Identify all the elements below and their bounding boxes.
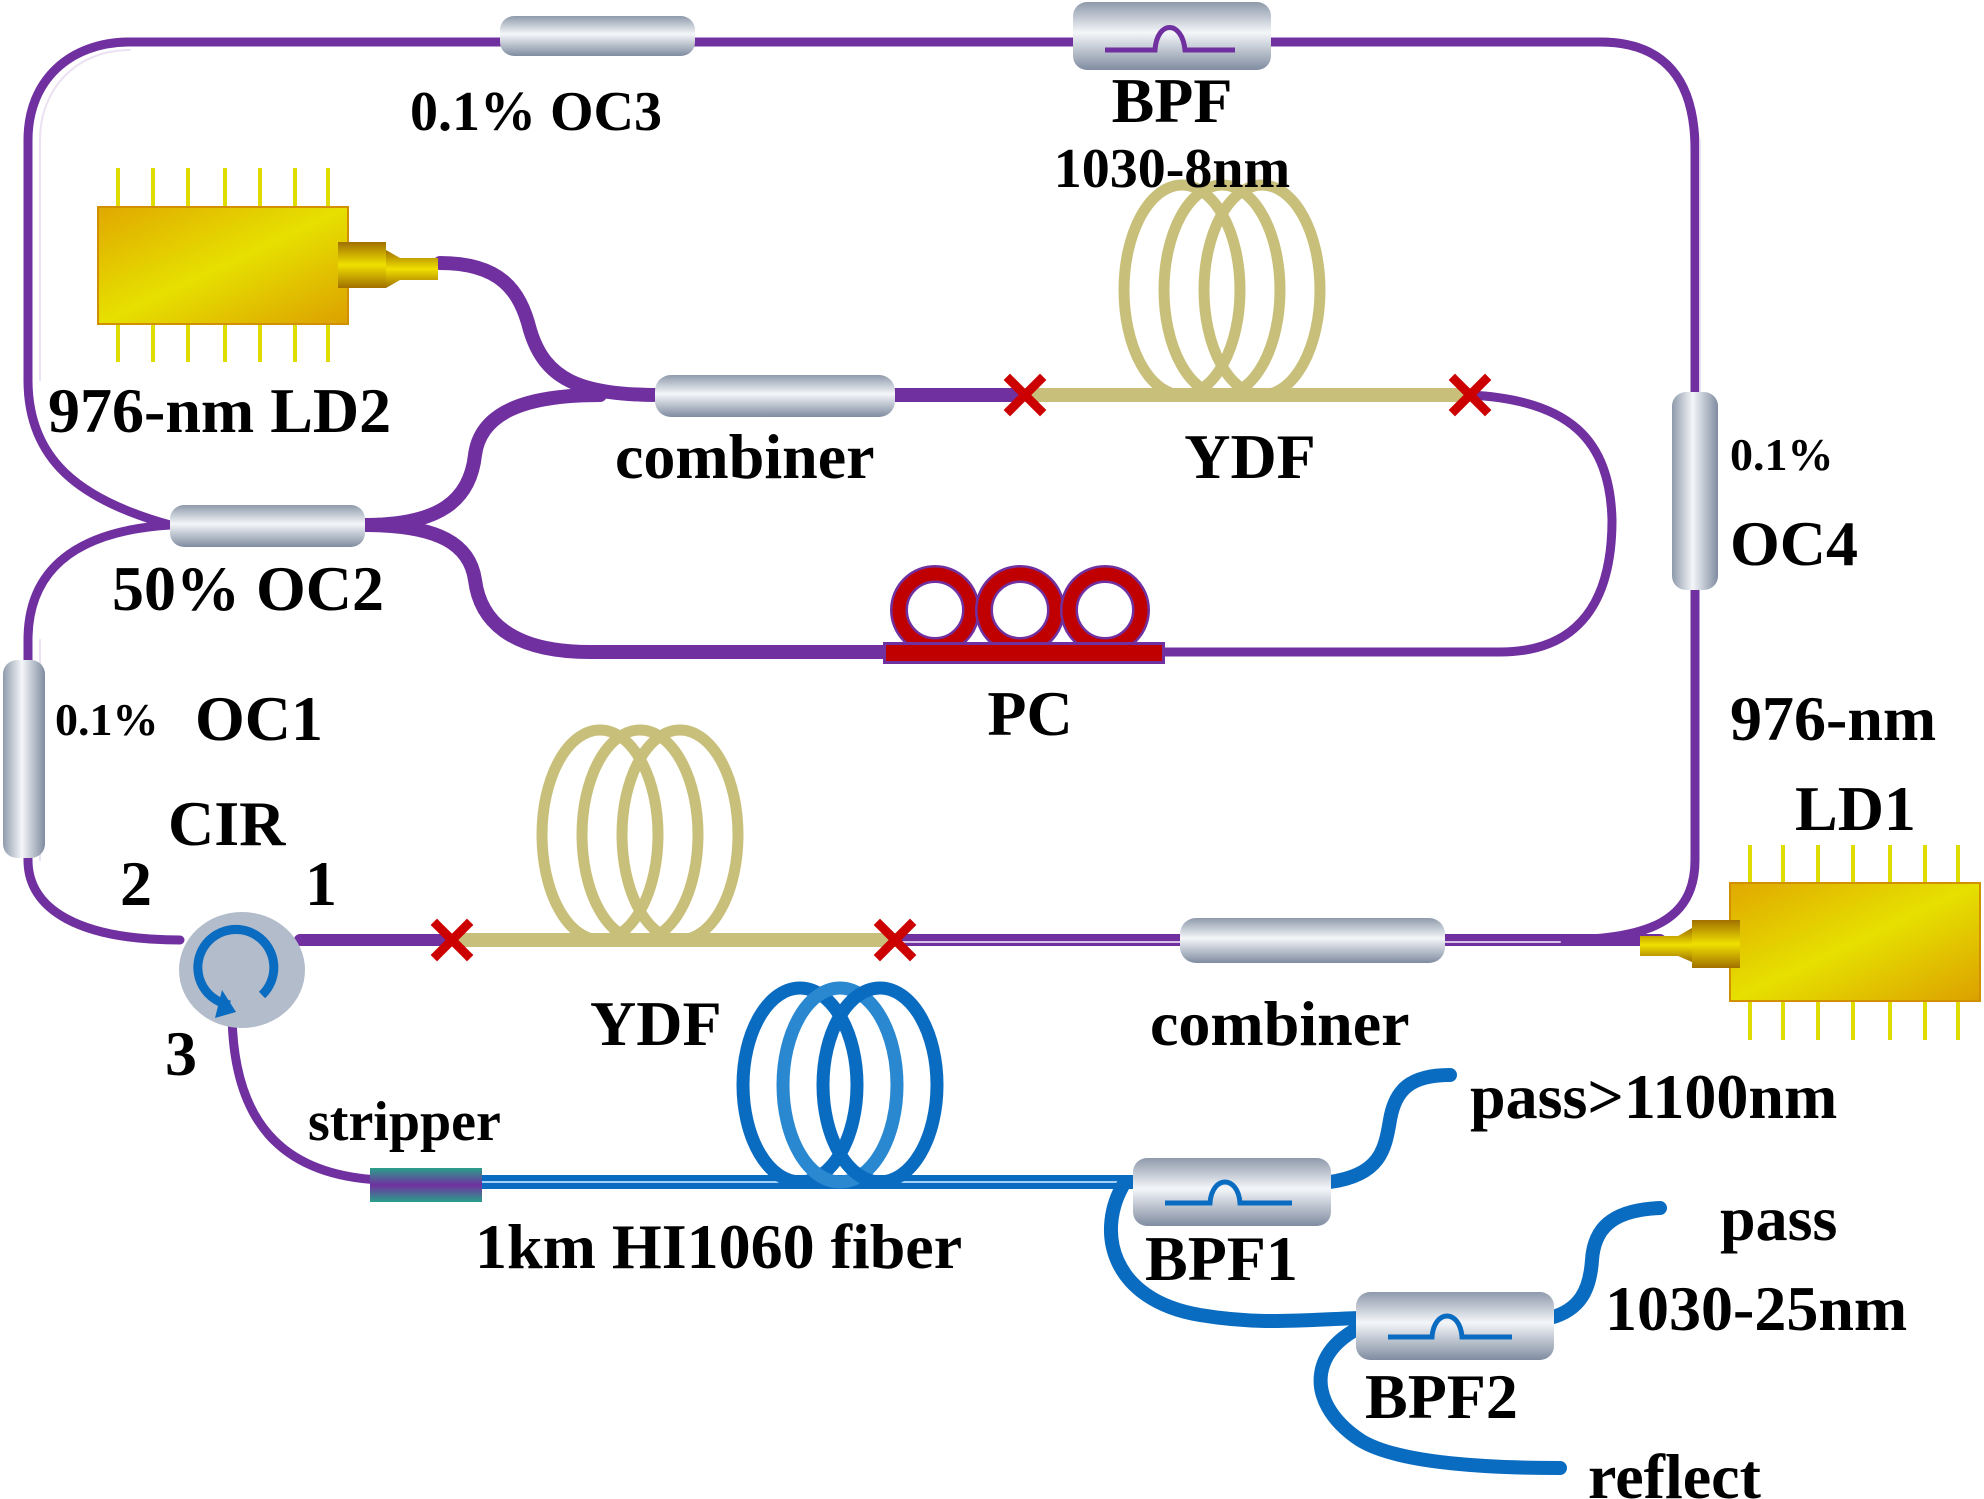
stripper-label: stripper xyxy=(308,1091,501,1153)
ld2-pigtail-fiber xyxy=(433,256,667,402)
cladding-stripper xyxy=(370,1168,482,1202)
hi1060-coil xyxy=(736,981,944,1189)
oc1-ratio-label: 0.1% xyxy=(55,694,159,745)
ydf-top-coil xyxy=(1118,179,1326,401)
bpf-top-spec-label: 1030-8nm xyxy=(1054,138,1290,200)
bpf2-output-label-line1: pass xyxy=(1720,1183,1837,1254)
cir-stripper-fiber xyxy=(227,1005,385,1185)
bpf2-reflect-label: reflect xyxy=(1588,1441,1762,1499)
hi1060-fiber-label: 1km HI1060 fiber xyxy=(475,1211,962,1282)
combiner-bottom-label: combiner xyxy=(1150,988,1410,1059)
oc4-name-label: OC4 xyxy=(1730,508,1858,579)
bpf2-reflect-fiber xyxy=(1313,1313,1567,1475)
splice-mark-icon xyxy=(1003,373,1047,417)
oc4-ratio-label: 0.1% xyxy=(1730,429,1834,480)
oc2-label: 50% OC2 xyxy=(112,553,384,624)
combiner-top xyxy=(655,375,895,417)
ld1-label-line1: 976-nm xyxy=(1730,683,1936,754)
laser-diode-ld1 xyxy=(1640,845,1981,1040)
ld1-label-line2: LD1 xyxy=(1795,773,1916,844)
circulator-arrow-icon xyxy=(193,924,279,1010)
bpf1-output-fiber xyxy=(1323,1068,1457,1189)
polarization-controller xyxy=(883,565,1165,664)
bpf2-input-fiber xyxy=(1104,1175,1367,1329)
bpf1-output-label: pass>1100nm xyxy=(1470,1061,1837,1132)
oc3-coupler xyxy=(500,16,695,56)
bandpass-icon xyxy=(1388,1313,1512,1340)
oc2-coupler xyxy=(170,505,365,547)
oc3-label: 0.1% OC3 xyxy=(410,81,662,143)
splice-mark-icon xyxy=(873,918,917,962)
bandpass-icon xyxy=(1105,25,1235,53)
bpf1-label: BPF1 xyxy=(1145,1223,1298,1294)
splice-mark-icon xyxy=(430,918,474,962)
oc4-coupler xyxy=(1672,392,1718,590)
oc1-name-label: OC1 xyxy=(195,683,323,754)
pc-label: PC xyxy=(987,678,1072,749)
ydf-bottom-label: YDF xyxy=(590,988,722,1059)
ld2-label: 976-nm LD2 xyxy=(48,375,391,446)
bpf2-filter xyxy=(1356,1292,1554,1360)
laser-diode-ld2 xyxy=(97,168,438,362)
circulator-port-1: 1 xyxy=(305,848,337,919)
oc2-to-combiner-fiber xyxy=(358,388,607,532)
bpf1-filter xyxy=(1133,1158,1331,1226)
oc1-coupler xyxy=(3,660,45,858)
combiner-top-label: combiner xyxy=(615,421,875,492)
bpf-top-label: BPF xyxy=(1112,65,1233,136)
bpf2-label: BPF2 xyxy=(1365,1361,1518,1432)
splice-mark-icon xyxy=(1448,373,1492,417)
bandpass-icon xyxy=(1165,1179,1292,1206)
circulator-port-3: 3 xyxy=(165,1018,197,1089)
pc-line-fiber xyxy=(358,518,1127,659)
bpf2-output-fiber xyxy=(1543,1201,1667,1325)
circulator xyxy=(179,912,305,1028)
circulator-label: CIR xyxy=(168,788,286,859)
ydf-top-label: YDF xyxy=(1184,421,1316,492)
ydf-bottom-coil xyxy=(536,724,744,946)
outer-loop-fiber xyxy=(23,37,1701,945)
combiner-bottom xyxy=(1180,918,1445,963)
ring-return-fiber xyxy=(1115,390,1617,657)
circulator-port-2: 2 xyxy=(120,848,152,919)
bpf-top-filter xyxy=(1073,2,1271,70)
bpf2-output-label-line2: 1030-25nm xyxy=(1605,1273,1907,1344)
